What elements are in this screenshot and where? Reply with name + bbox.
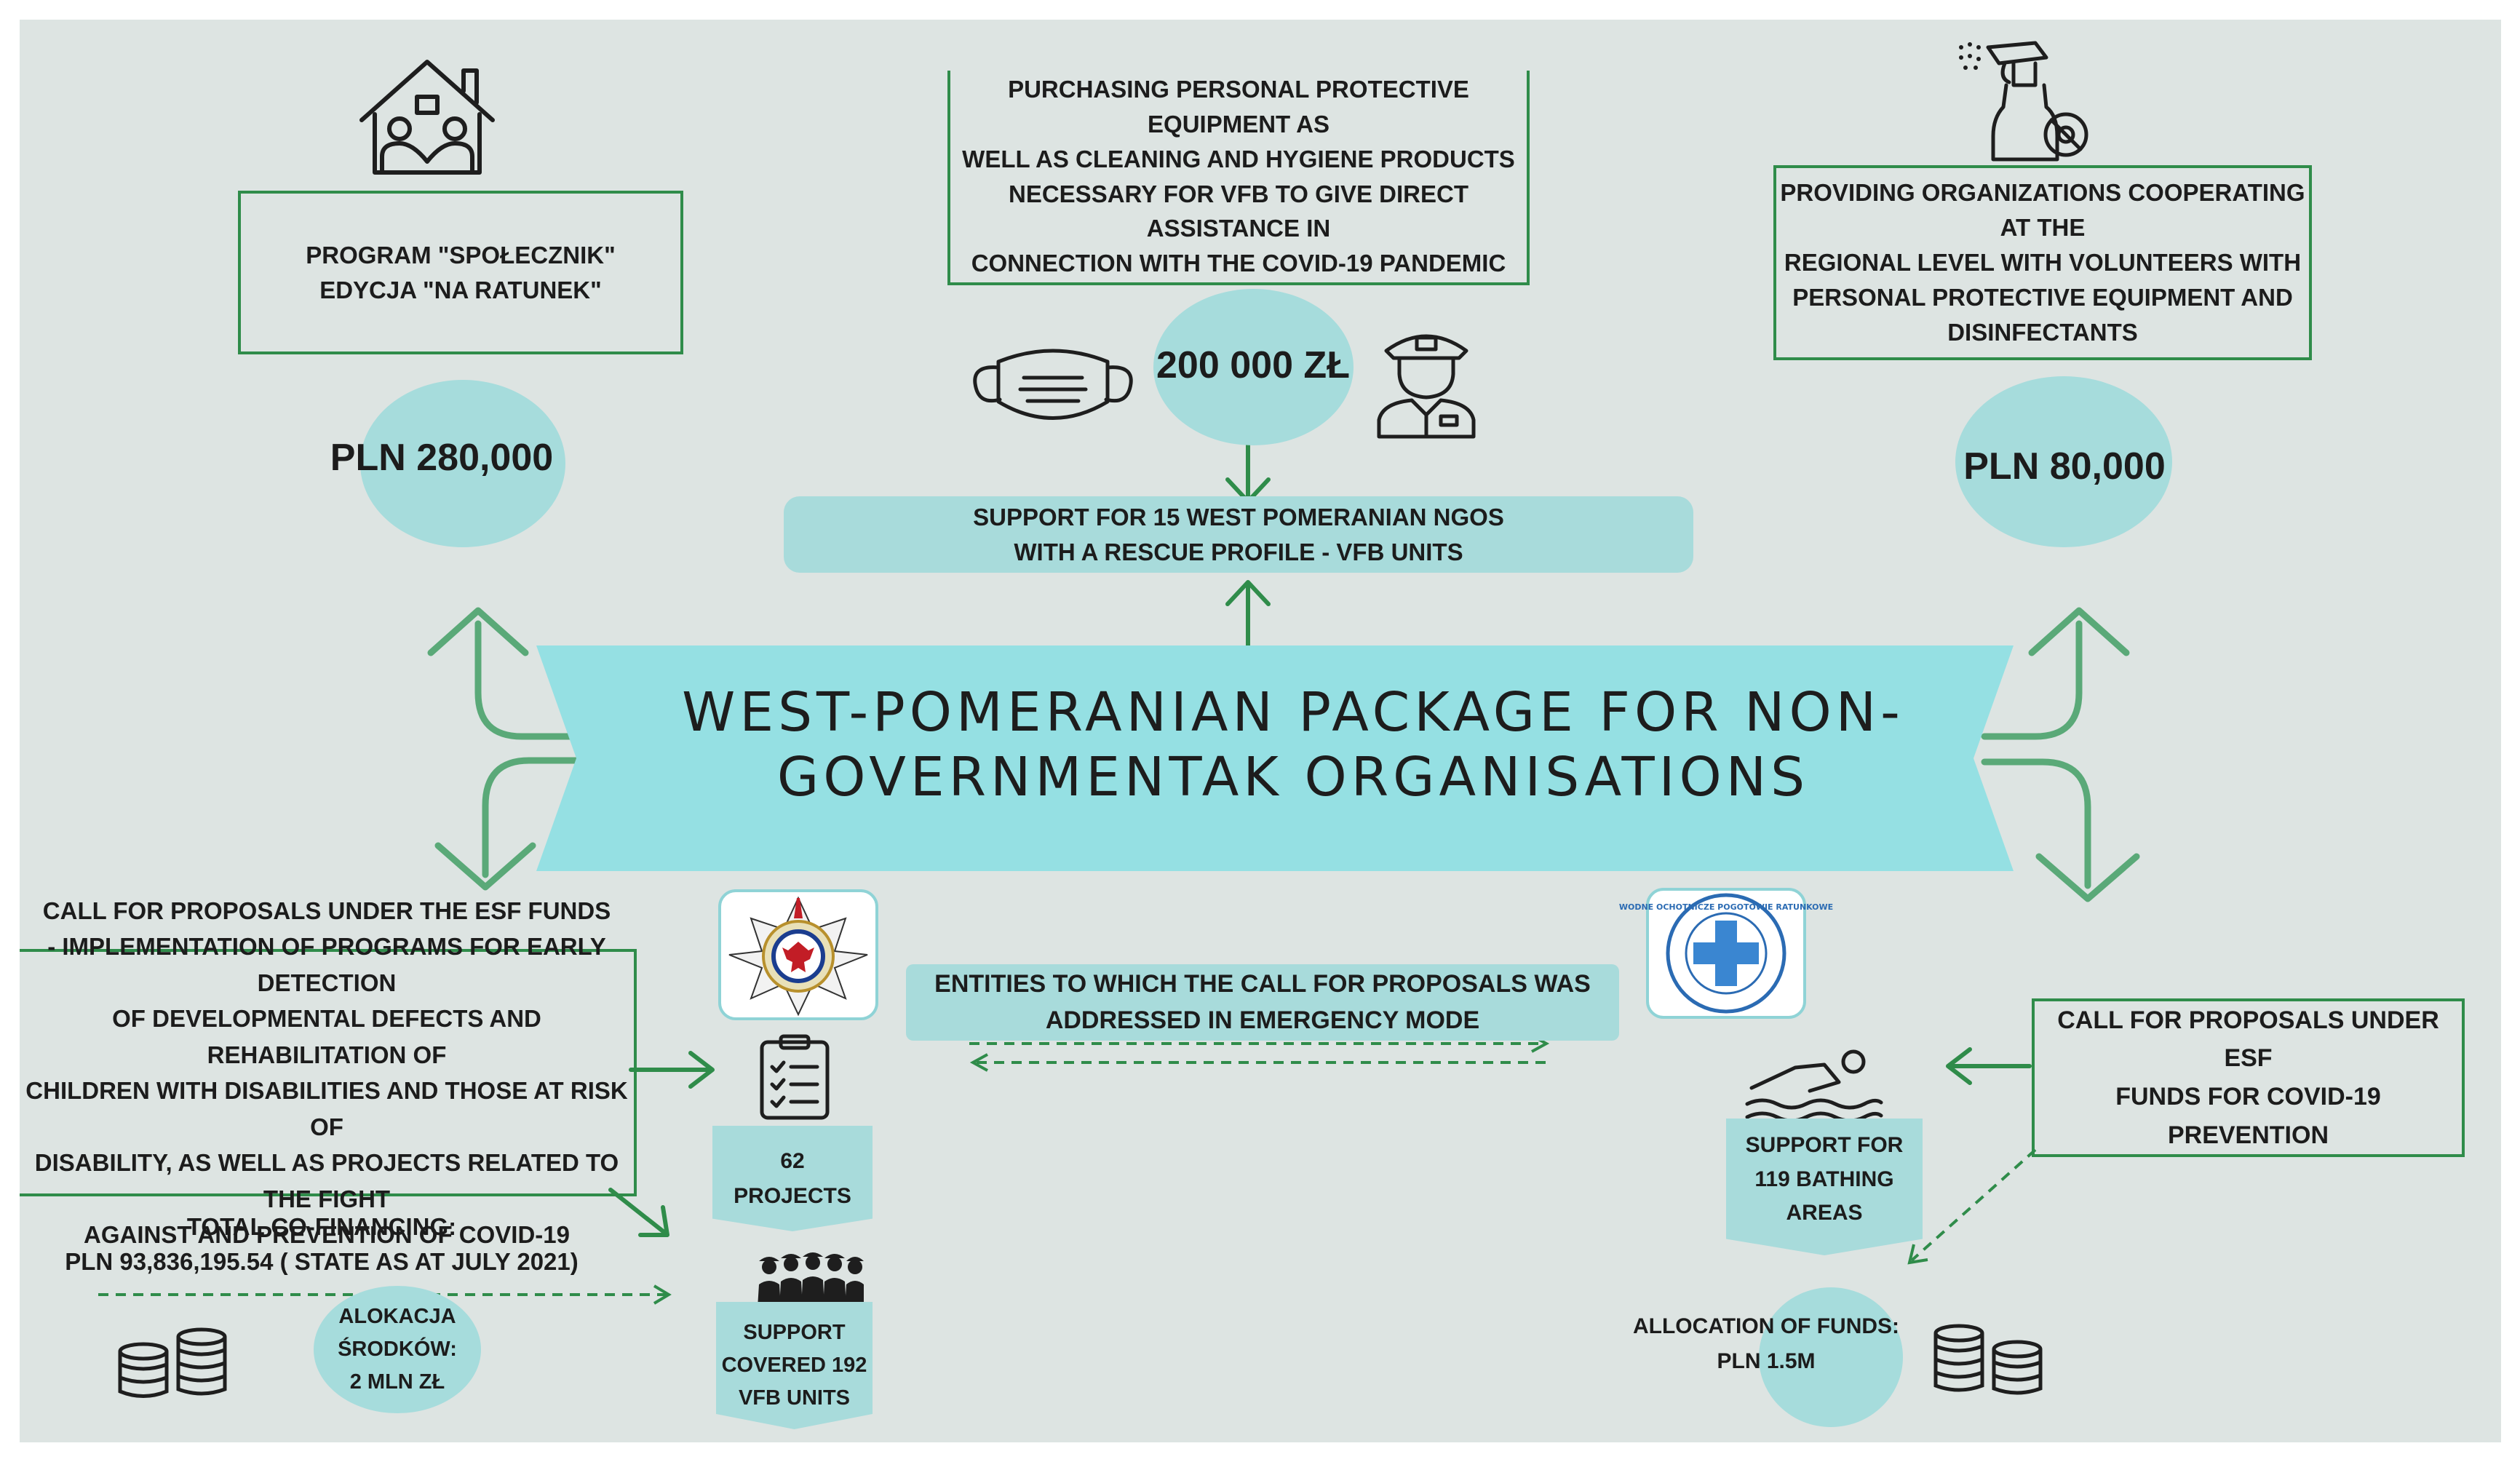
curved-arrow-right-down [1981, 758, 2140, 902]
curved-arrow-right-up [1981, 607, 2130, 740]
coins-icon-left [118, 1327, 227, 1398]
alloc-left-line-2: ŚRODKÓW: [338, 1338, 457, 1362]
title-line-1: WEST-POMERANIAN PACKAGE FOR NON- [682, 681, 1904, 744]
total-line-1: TOTAL CO-FINANCING: [186, 1213, 457, 1240]
support-ngos-line-1: SUPPORT FOR 15 WEST POMERANIAN NGOS [973, 503, 1504, 531]
disinfectant-spray-icon [1959, 41, 2088, 162]
alloc-left-line-3: 2 MLN ZŁ [349, 1370, 445, 1394]
emblem-ring-text: WODNE OCHOTNICZE POGOTOWIE RATUNKOWE [1619, 902, 1833, 912]
providing-line-2: REGIONAL LEVEL WITH VOLUNTEERS WITH [1784, 249, 2302, 277]
providing-line-4: DISINFECTANTS [1947, 318, 2138, 346]
amount-left: PLN 280,000 [330, 437, 554, 479]
checklist-icon [760, 1034, 830, 1120]
ppe-line-4: CONNECTION WITH THE COVID-19 PANDEMIC [971, 250, 1506, 277]
esf-left-line-6: AGAINST AND PREVENTION OF COVID-19 [83, 1221, 570, 1248]
curved-arrow-left-down [434, 757, 584, 891]
program-line-2: EDYCJA "NA RATUNEK" [319, 276, 602, 303]
ppe-line-2: WELL AS CLEANING AND HYGIENE PRODUCTS [962, 145, 1515, 172]
entities-line-1: ENTITIES TO WHICH THE CALL FOR PROPOSALS… [934, 970, 1591, 998]
alloc-right-line-1: ALLOCATION OF FUNDS: [1632, 1314, 1900, 1338]
support-192-tab: SUPPORT COVERED 192 VFB UNITS [716, 1302, 873, 1429]
entities-line-2: ADDRESSED IN EMERGENCY MODE [1045, 1006, 1480, 1034]
providing-organizations-box: PROVIDING ORGANIZATIONS COOPERATING AT T… [1773, 165, 2312, 360]
projects-label: PROJECTS [734, 1183, 851, 1208]
esf-right-line-1: CALL FOR PROPOSALS UNDER ESF [2057, 1006, 2439, 1073]
ppe-line-3: NECESSARY FOR VFB TO GIVE DIRECT ASSISTA… [1009, 180, 1468, 242]
ppe-purchasing-box: PURCHASING PERSONAL PROTECTIVE EQUIPMENT… [947, 71, 1530, 285]
ppe-line-1: PURCHASING PERSONAL PROTECTIVE EQUIPMENT… [1008, 75, 1469, 138]
amount-circle-center [1153, 289, 1354, 445]
esf-left-line-2: - IMPLEMENTATION OF PROGRAMS FOR EARLY D… [47, 933, 606, 996]
alloc-right-line-2: PLN 1.5M [1717, 1349, 1816, 1373]
total-line-2: PLN 93,836,195.54 ( STATE AS AT JULY 202… [65, 1247, 579, 1275]
firefighters-group-icon [758, 1252, 864, 1308]
allocation-circle-left: ALOKACJA ŚRODKÓW: 2 MLN ZŁ [314, 1286, 481, 1413]
swimmer-icon [1745, 1049, 1883, 1123]
esf-right-line-2: FUNDS FOR COVID-19 PREVENTION [2115, 1083, 2381, 1149]
total-cofinancing: TOTAL CO-FINANCING: PLN 93,836,195.54 ( … [63, 1209, 580, 1279]
esf-left-line-3: OF DEVELOPMENTAL DEFECTS AND REHABILITAT… [112, 1005, 541, 1068]
coins-icon-right [1933, 1324, 2043, 1395]
bathing-line-1: SUPPORT FOR [1745, 1133, 1904, 1158]
amount-circle-left [360, 380, 565, 547]
dashed-arrow-to-allocation [1910, 1148, 2037, 1262]
bathing-areas-tab: SUPPORT FOR 119 BATHING AREAS [1726, 1119, 1923, 1255]
support-ngos-line-2: WITH A RESCUE PROFILE - VFB UNITS [1014, 538, 1463, 565]
bathing-line-2: 119 BATHING AREAS [1754, 1167, 1894, 1225]
arrow-up-from-banner [1225, 580, 1271, 653]
arrow-diagonal-to-firefighters [608, 1188, 669, 1237]
esf-left-line-5: DISABILITY, AS WELL AS PROJECTS RELATED … [34, 1149, 619, 1212]
amount-center: 200 000 ZŁ [1156, 344, 1350, 386]
fire-brigade-emblem-icon [718, 889, 878, 1020]
title-line-2: GOVERNMENTAK ORGANISATIONS [776, 745, 1810, 809]
support-15-ngos-pill: SUPPORT FOR 15 WEST POMERANIAN NGOS WITH… [784, 496, 1693, 573]
esf-left-line-4: CHILDREN WITH DISABILITIES AND THOSE AT … [25, 1077, 628, 1140]
esf-call-box-right: CALL FOR PROPOSALS UNDER ESF FUNDS FOR C… [2032, 998, 2465, 1157]
arrow-right-to-checklist [629, 1051, 715, 1089]
dashed-arrow-head-support [653, 1284, 672, 1305]
esf-left-line-1: CALL FOR PROPOSALS UNDER THE ESF FUNDS [42, 897, 611, 924]
entities-emergency-pill: ENTITIES TO WHICH THE CALL FOR PROPOSALS… [906, 964, 1619, 1041]
support-192-line-2: COVERED 192 [721, 1354, 867, 1378]
water-rescue-emblem-icon: WODNE OCHOTNICZE POGOTOWIE RATUNKOWE [1619, 888, 1833, 1019]
family-house-icon [359, 60, 495, 175]
alloc-left-line-1: ALOKACJA [338, 1305, 456, 1329]
esf-call-box-left: CALL FOR PROPOSALS UNDER THE ESF FUNDS -… [20, 897, 637, 1248]
program-spolecznik-box: PROGRAM "SPOŁECZNIK" EDYCJA "NA RATUNEK" [238, 191, 683, 354]
title-text: WEST-POMERANIAN PACKAGE FOR NON- GOVERNM… [529, 680, 2057, 810]
support-192-line-3: VFB UNITS [738, 1386, 851, 1410]
providing-line-3: PERSONAL PROTECTIVE EQUIPMENT AND [1792, 283, 2293, 311]
support-192-line-1: SUPPORT [743, 1321, 846, 1345]
program-line-1: PROGRAM "SPOŁECZNIK" [306, 241, 616, 269]
projects-tab: 62 PROJECTS [712, 1126, 873, 1231]
title-banner [536, 645, 2014, 871]
amount-circle-right [1955, 376, 2172, 547]
projects-count: 62 [780, 1148, 805, 1173]
infographic-canvas: WEST-POMERANIAN PACKAGE FOR NON- GOVERNM… [20, 20, 2501, 1442]
firefighter-icon [1377, 334, 1476, 439]
allocation-right: ALLOCATION OF FUNDS: PLN 1.5M [1621, 1309, 1912, 1379]
arrow-left-to-swimmer [1946, 1047, 2032, 1085]
face-mask-icon [973, 349, 1133, 420]
allocation-circle-right [1759, 1287, 1903, 1427]
amount-right: PLN 80,000 [1963, 445, 2166, 488]
curved-arrow-left-up [427, 607, 584, 740]
providing-line-1: PROVIDING ORGANIZATIONS COOPERATING AT T… [1780, 179, 2305, 242]
